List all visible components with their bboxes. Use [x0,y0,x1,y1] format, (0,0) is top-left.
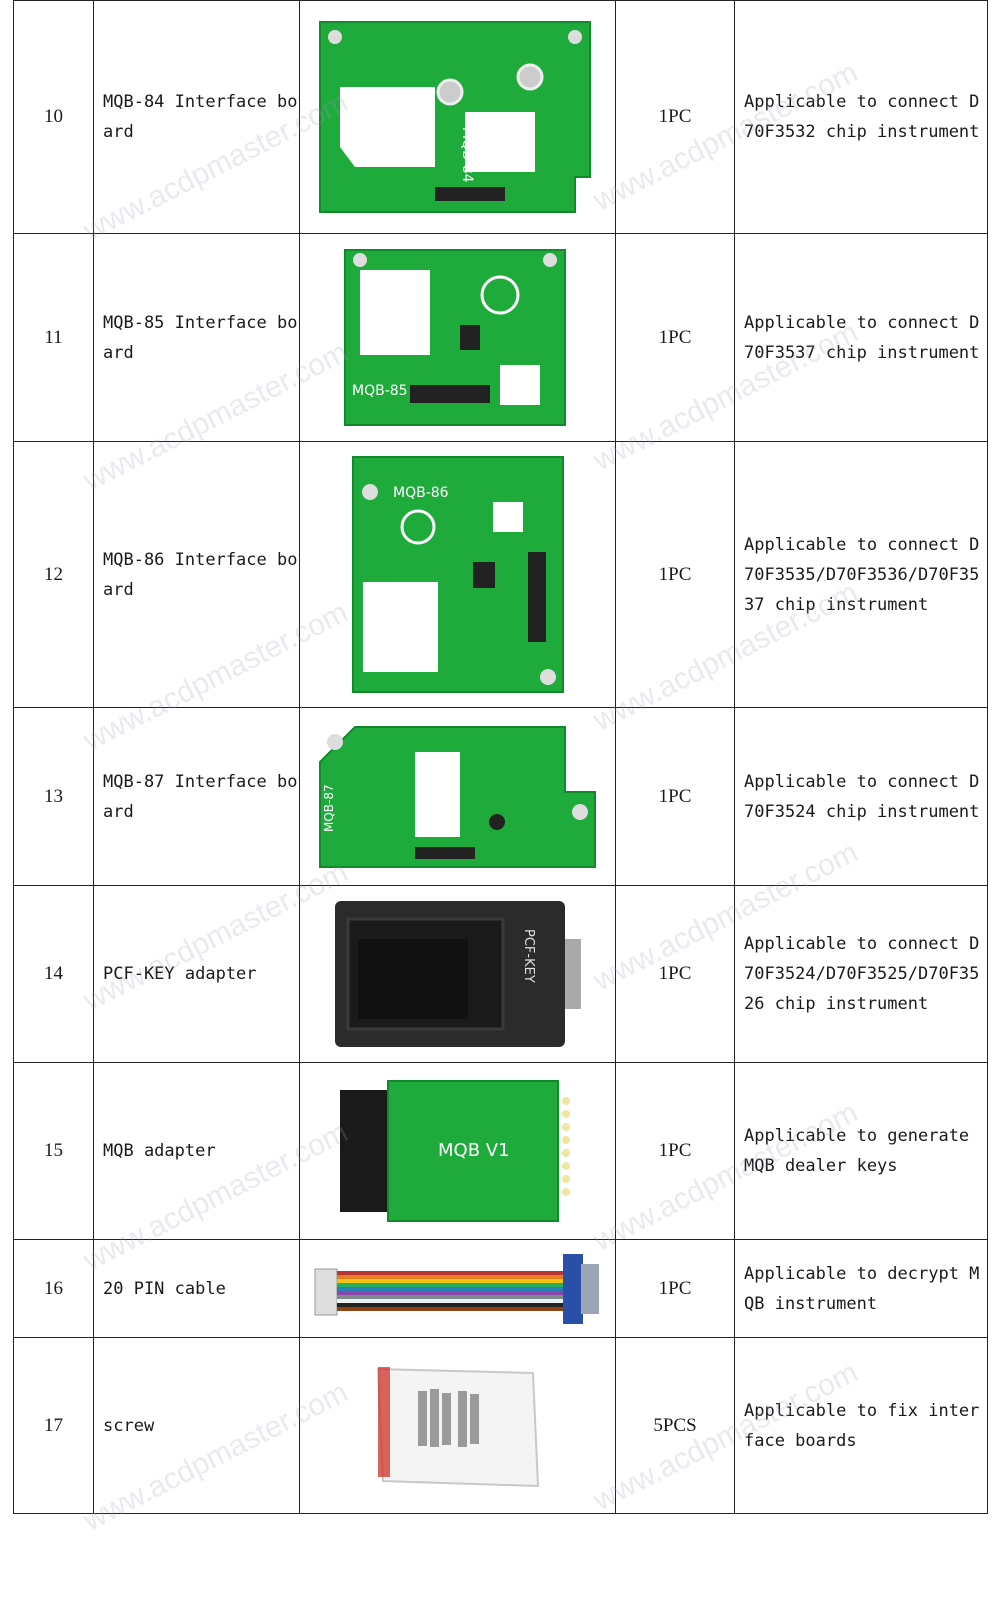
item-image: MQB-87 [299,707,616,886]
item-description: Applicable to connect D70F3524/D70F3525/… [734,885,988,1063]
item-description: Applicable to connect D70F3535/D70F3536/… [734,441,988,708]
item-qty: 1PC [615,0,735,234]
svg-text:MQB-85: MQB-85 [352,383,408,399]
pcb-board-icon: MQB-87 [319,725,596,868]
item-description: Applicable to fix interface boards [734,1337,988,1514]
table-row: 14 PCF-KEY adapter PCF-KEY 1PC Applicabl… [13,885,988,1063]
table-row: 15 MQB adapter MQB V1 1PC Applicable to … [13,1062,988,1240]
item-description: Applicable to decrypt MQB instrument [734,1239,988,1338]
svg-text:MQB-87: MQB-87 [322,784,336,832]
item-image: MQB-85 [299,233,616,442]
item-qty: 1PC [615,233,735,442]
item-qty: 5PCS [615,1337,735,1514]
item-name: PCF-KEY adapter [93,885,300,1063]
item-name: 20 PIN cable [93,1239,300,1338]
item-name: screw [93,1337,300,1514]
item-name: MQB-84 Interface board [93,0,300,234]
item-description: Applicable to connect D70F3532 chip inst… [734,0,988,234]
item-number: 13 [13,707,94,886]
item-number: 15 [13,1062,94,1240]
item-name: MQB adapter [93,1062,300,1240]
item-description: Applicable to connect D70F3524 chip inst… [734,707,988,886]
item-name: MQB-86 Interface board [93,441,300,708]
item-number: 11 [13,233,94,442]
table-row: 12 MQB-86 Interface board MQB-86 [13,441,988,708]
svg-text:MQB-86: MQB-86 [393,485,449,501]
item-image: MQB V1 [299,1062,616,1240]
item-number: 14 [13,885,94,1063]
item-qty: 1PC [615,885,735,1063]
item-name: MQB-85 Interface board [93,233,300,442]
pcb-board-icon: MQB-85 [344,249,566,426]
item-number: 12 [13,441,94,708]
table-row: 10 MQB-84 Interface board MQB-84 [13,0,988,234]
item-number: 17 [13,1337,94,1514]
screw-bag-icon [376,1366,539,1487]
ribbon-cable-icon [314,1253,599,1324]
item-image: MQB-86 [299,441,616,708]
item-number: 16 [13,1239,94,1338]
item-image: MQB-84 [299,0,616,234]
pcb-board-icon: MQB-86 [351,456,564,693]
item-description: Applicable to connect D70F3537 chip inst… [734,233,988,442]
item-image [299,1239,616,1338]
item-qty: 1PC [615,441,735,708]
item-qty: 1PC [615,707,735,886]
item-description: Applicable to generate MQB dealer keys [734,1062,988,1240]
table-row: 17 screw 5PCS Applicable to fix [13,1337,988,1514]
svg-text:MQB V1: MQB V1 [438,1140,510,1161]
item-qty: 1PC [615,1062,735,1240]
pcb-board-icon: MQB V1 [339,1080,570,1222]
item-name: MQB-87 Interface board [93,707,300,886]
svg-text:MQB-84: MQB-84 [459,127,475,183]
item-image: PCF-KEY [299,885,616,1063]
item-number: 10 [13,0,94,234]
adapter-box-icon: PCF-KEY [334,901,581,1047]
table-row: 16 20 PIN cable [13,1239,988,1338]
table-row: 11 MQB-85 Interface board MQB-85 [13,233,988,442]
item-qty: 1PC [615,1239,735,1338]
table-row: 13 MQB-87 Interface board MQB-87 1PC App… [13,707,988,886]
svg-text:PCF-KEY: PCF-KEY [521,929,536,983]
item-image [299,1337,616,1514]
parts-table: 10 MQB-84 Interface board MQB-84 [13,0,988,1514]
pcb-board-icon: MQB-84 [319,21,591,213]
